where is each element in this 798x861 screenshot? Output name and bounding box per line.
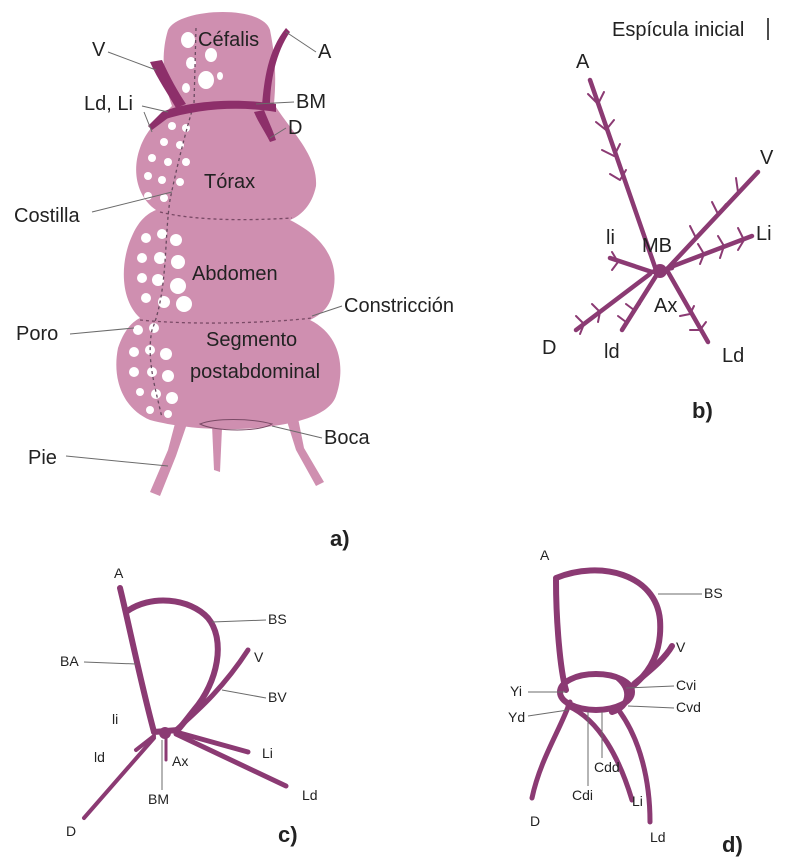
panel-b: Espícula inicial: [542, 18, 774, 423]
label-a-D: D: [288, 117, 302, 139]
label-constriccion: Constricción: [344, 295, 454, 317]
panel-d: A BS V Yi Yd Cvi Cvd Cdd Cdi D Li Ld d): [508, 547, 743, 857]
label-d-BS: BS: [704, 585, 723, 601]
label-b-MB: MB: [642, 235, 672, 257]
label-b-Ld: Ld: [722, 345, 744, 367]
label-c-li: li: [112, 711, 118, 727]
foot-middle: [212, 425, 222, 472]
panel-c: A BS BA V BV li ld Ax Li BM Ld D c): [60, 565, 318, 847]
label-costilla: Costilla: [14, 205, 80, 227]
label-c-A: A: [114, 565, 124, 581]
label-boca: Boca: [324, 427, 370, 449]
label-d-Cvd: Cvd: [676, 699, 701, 715]
label-b-Li: Li: [756, 223, 772, 245]
spicule-d: [532, 570, 672, 822]
label-c-BA: BA: [60, 653, 79, 669]
label-d-D: D: [530, 813, 540, 829]
label-b-li: li: [606, 227, 615, 249]
label-c-BV: BV: [268, 689, 287, 705]
title-espicula-inicial: Espícula inicial: [612, 19, 744, 41]
label-abdomen: Abdomen: [192, 263, 278, 285]
label-c-V: V: [254, 649, 264, 665]
label-pie: Pie: [28, 447, 57, 469]
label-d-Yi: Yi: [510, 683, 522, 699]
panel-a: Céfalis Tórax Abdomen Segmento postabdom…: [14, 12, 454, 551]
label-c-Ax: Ax: [172, 753, 188, 769]
panel-label-d: d): [722, 832, 743, 857]
panel-label-c: c): [278, 822, 298, 847]
label-b-A: A: [576, 51, 590, 73]
label-d-Cdd: Cdd: [594, 759, 620, 775]
label-a-V: V: [92, 39, 106, 61]
spicule-c-center: [159, 727, 171, 739]
label-postabdominal: postabdominal: [190, 361, 320, 383]
label-a-LdLi: Ld, Li: [84, 93, 133, 115]
label-d-A: A: [540, 547, 550, 563]
label-b-ld: ld: [604, 341, 620, 363]
label-c-Li: Li: [262, 745, 273, 761]
panel-label-b: b): [692, 398, 713, 423]
foot-right: [286, 418, 324, 486]
label-b-Ax: Ax: [654, 295, 677, 317]
label-b-D: D: [542, 337, 556, 359]
label-poro: Poro: [16, 323, 58, 345]
label-d-V: V: [676, 639, 686, 655]
label-d-Ld: Ld: [650, 829, 666, 845]
label-a-A: A: [318, 41, 332, 63]
label-segmento: Segmento: [206, 329, 297, 351]
spicule-c: [84, 588, 286, 818]
label-c-D: D: [66, 823, 76, 839]
label-torax: Tórax: [204, 171, 255, 193]
label-c-Ld: Ld: [302, 787, 318, 803]
label-a-BM: BM: [296, 91, 326, 113]
label-d-Cdi: Cdi: [572, 787, 593, 803]
label-b-V: V: [760, 147, 774, 169]
label-d-Cvi: Cvi: [676, 677, 696, 693]
spicule-center: [653, 264, 667, 278]
label-d-Li: Li: [632, 793, 643, 809]
label-cefalis: Céfalis: [198, 29, 259, 51]
label-c-BS: BS: [268, 611, 287, 627]
panel-label-a: a): [330, 526, 350, 551]
label-d-Yd: Yd: [508, 709, 525, 725]
label-c-BM: BM: [148, 791, 169, 807]
label-c-ld: ld: [94, 749, 105, 765]
